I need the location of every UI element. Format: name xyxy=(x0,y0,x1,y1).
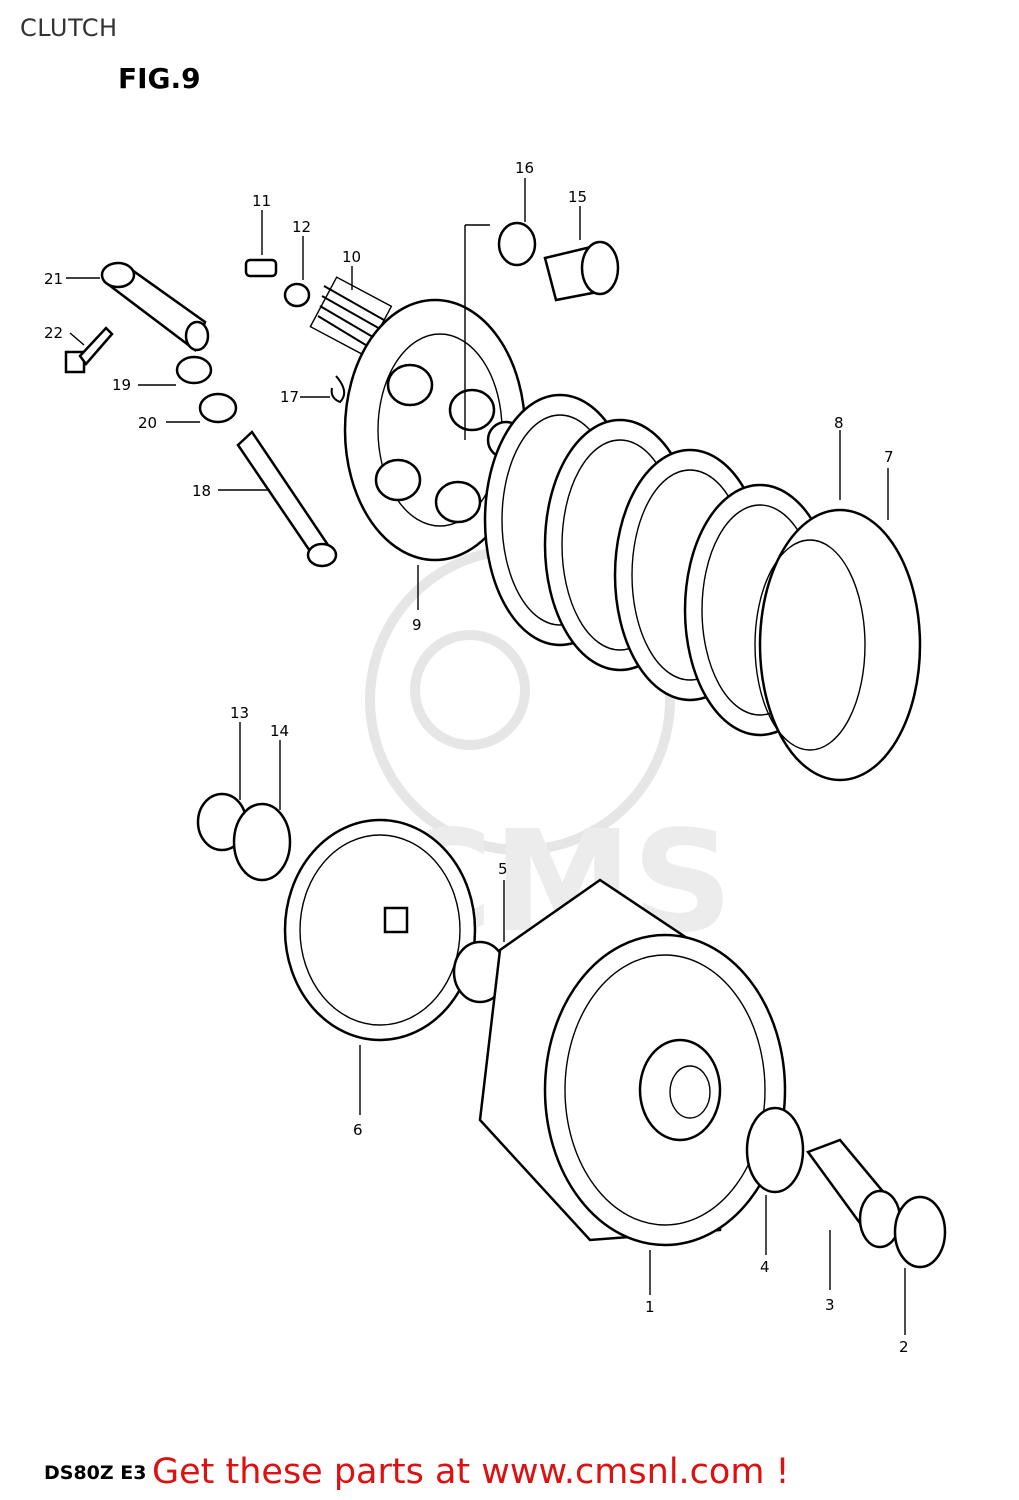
bolt-22-part xyxy=(64,326,114,374)
callout-18: 18 xyxy=(192,482,211,500)
callout-14: 14 xyxy=(270,722,289,740)
figure-label: FIG.9 xyxy=(118,62,201,95)
callout-6: 6 xyxy=(353,1121,363,1139)
callout-17: 17 xyxy=(280,388,299,406)
washer-12-part xyxy=(283,282,311,308)
cta-link[interactable]: Get these parts at www.cmsnl.com ! xyxy=(152,1452,790,1492)
callout-16: 16 xyxy=(515,159,534,177)
callout-3: 3 xyxy=(825,1296,835,1314)
callout-11: 11 xyxy=(252,192,271,210)
gear-4-part xyxy=(745,1106,805,1194)
washer-19-part xyxy=(175,355,213,385)
callout-8: 8 xyxy=(834,414,844,432)
callout-9: 9 xyxy=(412,616,422,634)
clutch-plates-7-8-part xyxy=(483,393,922,782)
washer-14-part xyxy=(232,802,292,882)
callout-12: 12 xyxy=(292,218,311,236)
callout-4: 4 xyxy=(760,1258,770,1276)
callout-20: 20 xyxy=(138,414,157,432)
release-arm-part xyxy=(100,261,210,353)
bolt-11-part xyxy=(244,258,278,278)
callout-numbers: 1 2 3 4 5 6 7 8 9 10 11 12 13 14 15 16 1… xyxy=(44,159,909,1356)
spacer-3-part xyxy=(806,1138,903,1249)
push-screw-18-part xyxy=(236,430,338,568)
bolt-15-part xyxy=(543,240,620,302)
washer-16-part xyxy=(497,221,537,267)
callout-5: 5 xyxy=(498,860,508,878)
callout-13: 13 xyxy=(230,704,249,722)
callout-1: 1 xyxy=(645,1298,655,1316)
clutch-housing-1-part xyxy=(478,878,787,1247)
page-title: CLUTCH xyxy=(20,14,118,42)
callout-15: 15 xyxy=(568,188,587,206)
washer-20-part xyxy=(198,392,238,424)
model-code: DS80Z E3 xyxy=(44,1462,147,1484)
callout-21: 21 xyxy=(44,270,63,288)
callout-7: 7 xyxy=(884,448,894,466)
sleeve-hub-6-part xyxy=(283,818,477,1042)
clip-17-part xyxy=(330,375,346,404)
callout-10: 10 xyxy=(342,248,361,266)
callout-22: 22 xyxy=(44,324,63,342)
washer-2-part xyxy=(893,1195,947,1269)
pressure-plate-9-part xyxy=(343,298,527,562)
callout-19: 19 xyxy=(112,376,131,394)
leader-lines xyxy=(66,178,906,1335)
callout-2: 2 xyxy=(899,1338,909,1356)
